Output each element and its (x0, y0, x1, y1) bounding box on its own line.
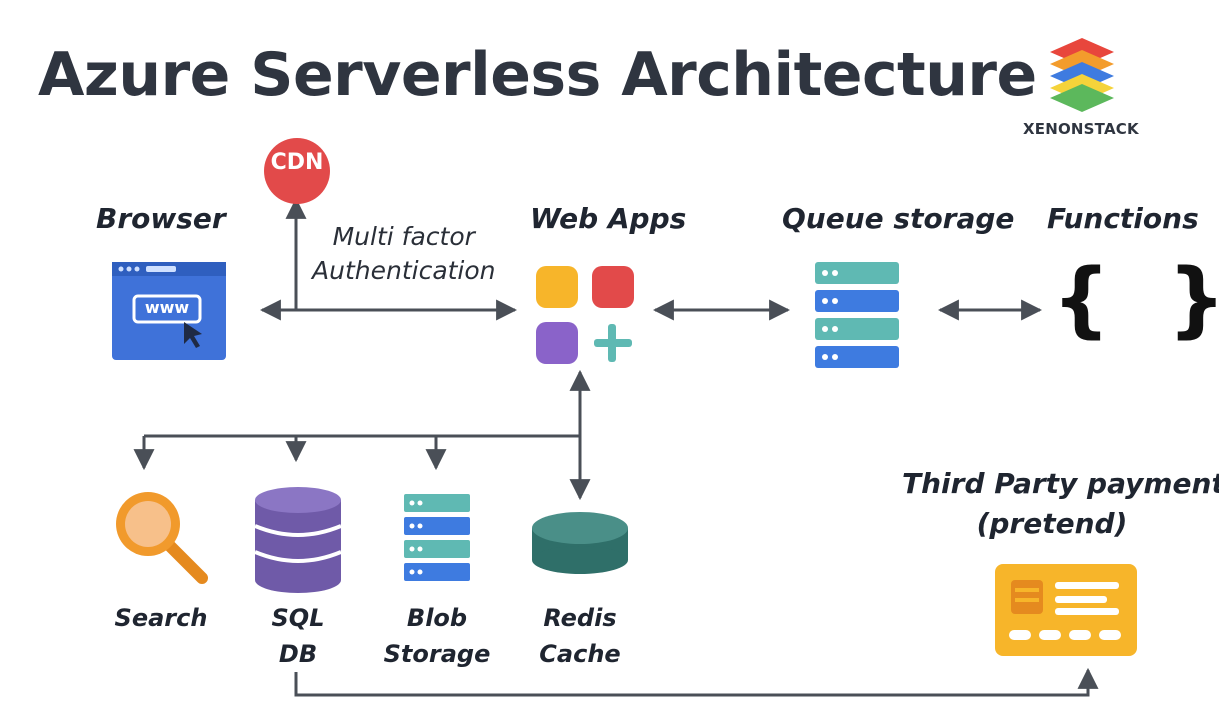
page-title: Azure Serverless Architecture (38, 40, 1037, 110)
sql-line2: DB (278, 640, 318, 668)
third-party-line2: (pretend) (976, 507, 1128, 540)
sql-db-label: SQL DB (250, 600, 346, 672)
redis-line2: Cache (539, 640, 621, 668)
mfa-line2: Authentication (312, 256, 496, 285)
redis-line1: Redis (543, 604, 617, 632)
webapps-label: Web Apps (530, 202, 687, 235)
payment-card-icon (995, 564, 1137, 656)
search-label: Search (114, 604, 208, 632)
browser-label: Browser (96, 202, 226, 235)
blob-storage-icon (404, 494, 470, 581)
webapps-icon (536, 266, 634, 364)
logo-text: XENONSTACK (1023, 120, 1139, 138)
functions-braces-icon: { } (1052, 252, 1219, 347)
queue-storage-icon (815, 262, 899, 368)
mfa-line1: Multi factor (332, 222, 475, 251)
sql-payment-arrow (294, 667, 1099, 697)
search-icon (116, 492, 208, 584)
third-party-label: Third Party payment (pretend) (902, 464, 1219, 544)
xenonstack-logo (1050, 38, 1114, 112)
redis-cache-label: Redis Cache (522, 600, 638, 672)
sql-line1: SQL (271, 604, 325, 632)
sql-db-icon (255, 487, 341, 593)
blob-line2: Storage (383, 640, 491, 668)
cdn-label: CDN (270, 150, 324, 175)
mfa-label: Multi factor Authentication (312, 220, 496, 288)
blob-storage-label: Blob Storage (380, 600, 494, 672)
third-party-line1: Third Party payment (902, 467, 1219, 500)
blob-line1: Blob (406, 604, 468, 632)
browser-www-text: www (144, 298, 190, 317)
cdn-icon (264, 138, 330, 204)
browser-icon (112, 262, 226, 360)
redis-cache-icon (532, 512, 628, 574)
functions-label: Functions (1047, 202, 1199, 235)
queue-storage-label: Queue storage (782, 202, 1015, 235)
